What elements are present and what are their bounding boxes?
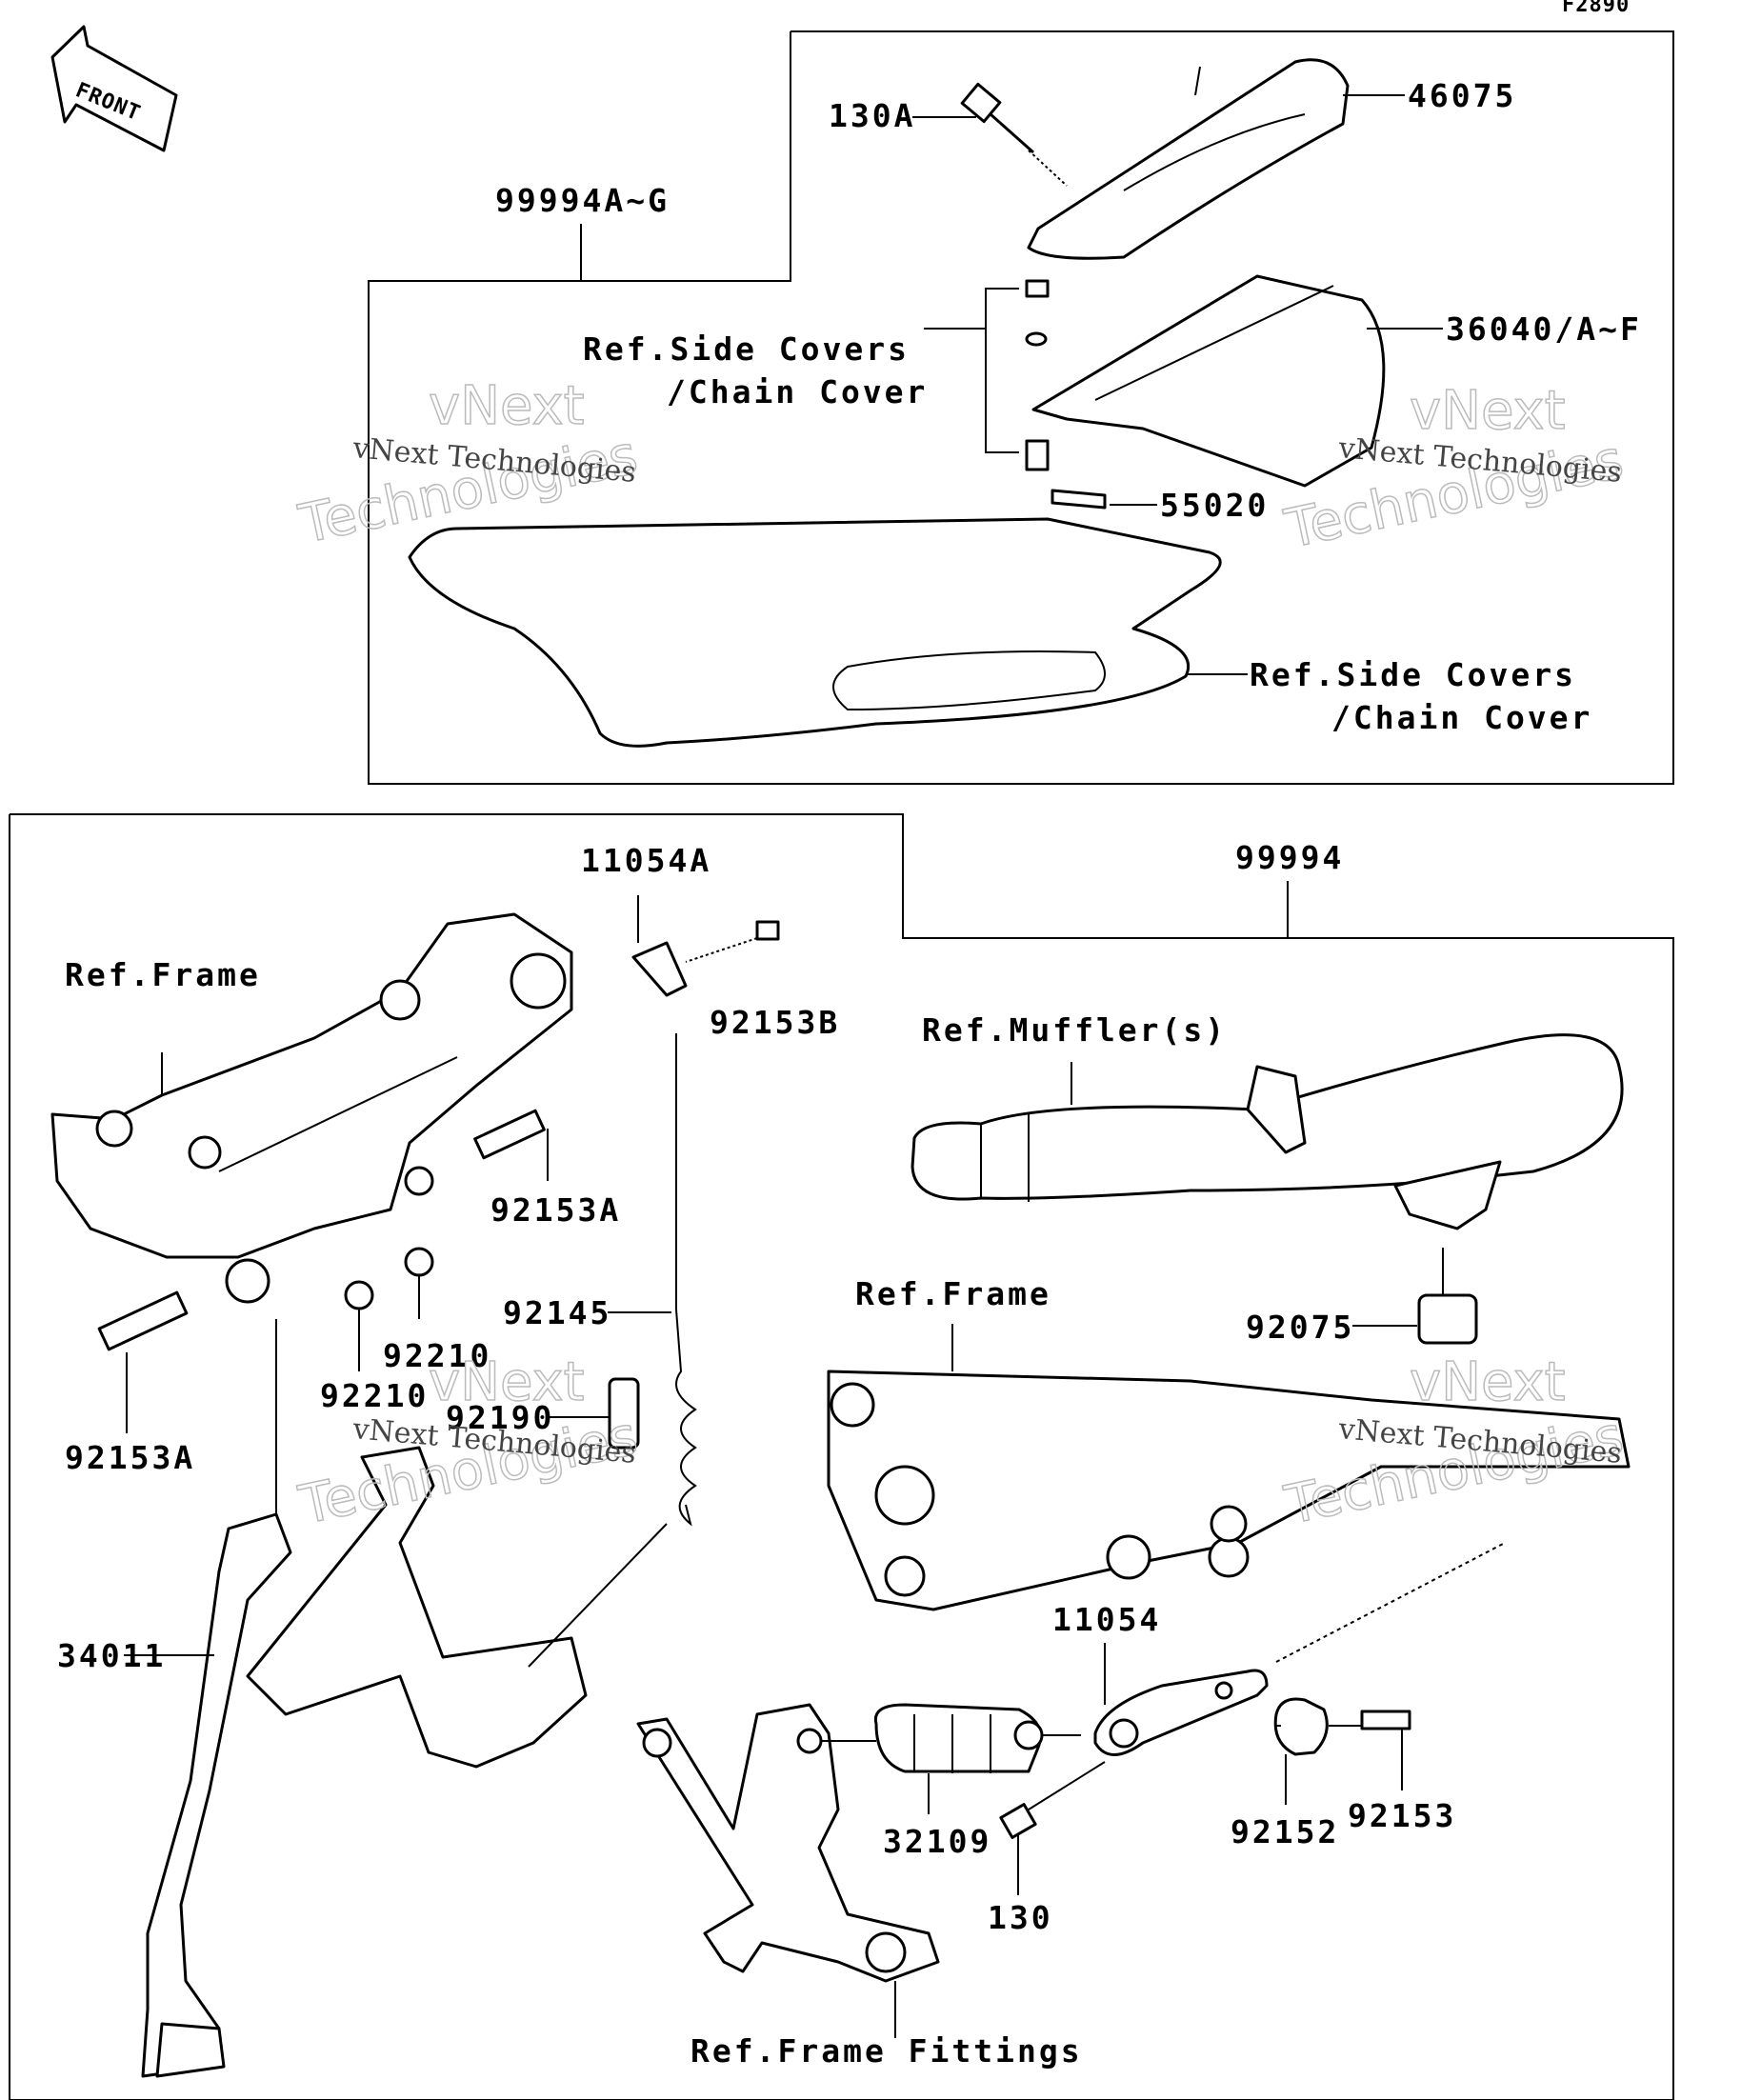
part-92210-2: 92210 (320, 1377, 429, 1414)
damper-92075-icon (1417, 1293, 1478, 1345)
bottom-section-frame (9, 813, 1674, 2100)
front-arrow-icon: FRONT (50, 25, 178, 152)
part-92145: 92145 (503, 1294, 611, 1331)
frame-left-drawing (50, 912, 573, 1259)
ref-side-covers-lower-l2: /Chain Cover (1331, 699, 1592, 736)
watermark-vnext-2: vNext (1410, 380, 1566, 442)
part-34011: 34011 (57, 1637, 166, 1674)
spring-92145-drawing (675, 1309, 697, 1527)
part-92153a-lower: 92153A (65, 1439, 195, 1476)
part-92075: 92075 (1246, 1309, 1354, 1346)
bolt-92153a-upper-icon (473, 1109, 546, 1160)
side-cover-drawing (1031, 274, 1386, 488)
bolt-130-icon (999, 1803, 1037, 1839)
ref-frame-left: Ref.Frame (65, 956, 261, 993)
part-92153: 92153 (1348, 1797, 1456, 1834)
bolt-92153a-lower-icon (97, 1290, 189, 1351)
screw-icon (1025, 279, 1050, 298)
part-55020: 55020 (1160, 487, 1269, 524)
bushing-92152-drawing (1273, 1697, 1329, 1756)
washer-icon (1025, 331, 1048, 347)
grab-bar-drawing (1027, 58, 1350, 260)
bottom-section: 99994 Ref.Frame 11054A 92153B 92153A 922… (9, 813, 1674, 2100)
ref-side-covers-upper-l2: /Chain Cover (667, 373, 928, 410)
part-36040: 36040/A~F (1446, 310, 1642, 348)
part-11054: 11054 (1052, 1601, 1161, 1638)
ref-side-covers-lower-l1: Ref.Side Covers (1250, 656, 1576, 693)
part-92190: 92190 (446, 1399, 554, 1436)
kit-label-top: 99994A~G (495, 182, 670, 219)
part-92153a-upper: 92153A (490, 1191, 621, 1229)
top-section: 99994A~G 130A 46075 36040/A~F Ref.Side C… (293, 30, 1674, 785)
watermark-vnext-1: vNext (429, 375, 585, 437)
ref-frame-fittings: Ref.Frame Fittings (690, 2032, 1083, 2070)
part-46075: 46075 (1408, 77, 1516, 114)
part-92153b: 92153B (710, 1004, 840, 1041)
top-section-frame (368, 30, 1674, 785)
part-130: 130 (988, 1899, 1053, 1936)
part-92152: 92152 (1231, 1813, 1339, 1850)
part-32109: 32109 (883, 1823, 991, 1860)
label-sticker-icon (1051, 489, 1107, 510)
ref-frame-right: Ref.Frame (855, 1275, 1051, 1312)
watermark-vnext-3: vNext (429, 1351, 585, 1413)
part-130a: 130A (829, 97, 915, 134)
bolt-92153b-icon (755, 920, 780, 941)
figure-code: F2890 (1562, 0, 1630, 17)
ref-side-covers-upper-l1: Ref.Side Covers (583, 330, 910, 368)
nut-92210-2-icon (344, 1280, 374, 1310)
collar-92190-icon (608, 1377, 640, 1450)
ref-muffler: Ref.Muffler(s) (922, 1011, 1227, 1049)
lower-side-cover-drawing (408, 517, 1222, 748)
nut-92210-1-icon (404, 1247, 434, 1277)
frame-right-drawing (827, 1370, 1631, 1611)
bracket-11054a-drawing (631, 941, 688, 997)
stand-34011-drawing (141, 1512, 292, 2078)
frame-fittings-drawing (636, 1703, 940, 1983)
grommet-icon (1025, 439, 1050, 471)
kit-label-bottom: 99994 (1235, 839, 1344, 876)
bolt-130a-drawing (960, 82, 1068, 187)
part-11054a: 11054A (581, 842, 711, 879)
watermark-vnext-4: vNext (1410, 1351, 1566, 1413)
bolt-92153-icon (1360, 1710, 1411, 1730)
part-92210-1: 92210 (383, 1337, 491, 1374)
